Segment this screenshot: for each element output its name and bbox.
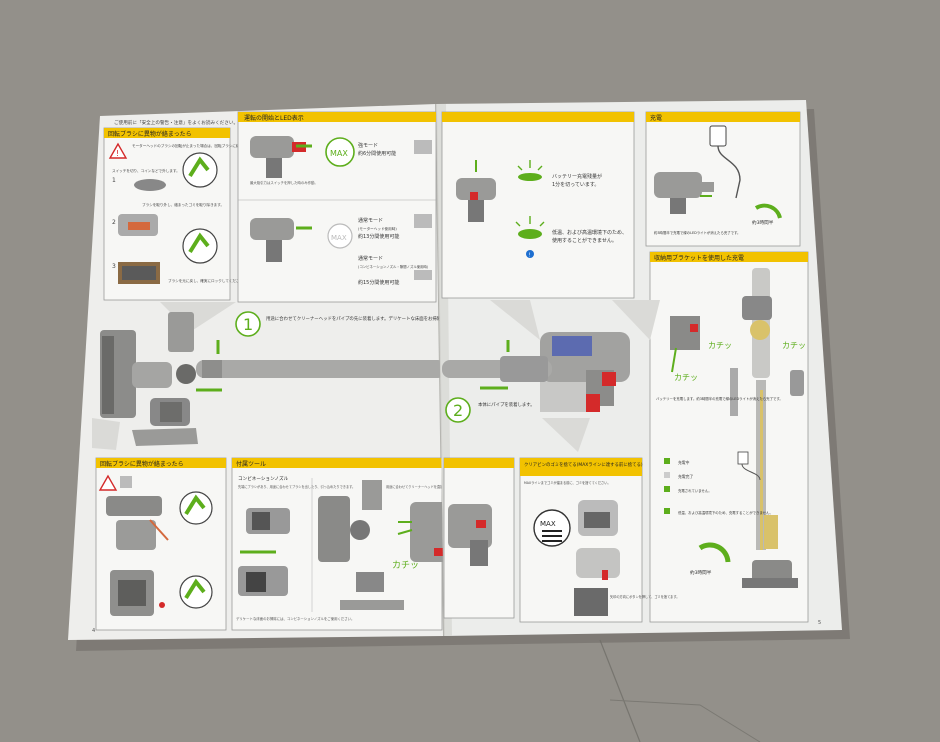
- page-number-left: 4: [92, 628, 95, 634]
- brush-note-4: ブラシを元に戻し、確実にロックしてください。: [168, 278, 247, 283]
- panel-operation: 運転の開始とLED表示 MAX 強モード 約6分間使用可能 最大吸引力はスイッチ…: [237, 111, 437, 303]
- strong-note: 最大吸引力はスイッチを押した時のみ作動。: [250, 180, 318, 185]
- panel-bracket: 収納用ブラケットを使用した充電 カチッ カチッ カチッ バッテリーを充電します。…: [649, 251, 809, 623]
- step-1-text: 用途に合わせてクリーナーヘッドをパイプの先に装着します。デリケートな床面をお掃除…: [266, 315, 542, 322]
- panel-title-charging: 充電: [650, 114, 662, 122]
- unlock-dial-icon: [182, 228, 218, 264]
- dust-bin-debris: [574, 588, 608, 616]
- panel-brush-clog-top: 回転ブラシに異物が絡まったら ! モーターヘッドのブラシの回転が止まった場合は、…: [103, 127, 304, 301]
- handheld-unit-2: [250, 218, 312, 262]
- panel-tools: 付属ツール コンビネーションノズル 先端にブラシがあり、用途に合わせてブラシを出…: [231, 457, 472, 631]
- brush-note-3: ブラシを取り外し、絡まったゴミを取り除きます。: [142, 202, 224, 207]
- right-page-content: バッテリー充電残量が 1分を切っています。 ! 低温、および高温環境下のため、 …: [441, 111, 821, 626]
- charging-note: 約3時間半で充電で緑のLEDライトが消えたら完了です。: [654, 230, 740, 235]
- tools-bottom-note: デリケートな床面のお掃除には、コンビネーションノズルをご使用ください。: [236, 616, 354, 621]
- svg-text:MAX: MAX: [331, 234, 347, 242]
- normal-badge-icon: [327, 223, 353, 249]
- assembly-step-2: 2 本体にパイプを装着します。: [442, 300, 660, 452]
- max-badge: MAX: [330, 149, 348, 158]
- bin-max-label: MAX: [540, 520, 556, 528]
- timer-arc-icon: [754, 203, 782, 219]
- led-charging: 充電中: [678, 460, 690, 465]
- step-2-text: 本体にパイプを装着します。: [478, 401, 535, 408]
- extension-pipe: [196, 360, 444, 378]
- normal-time-2: 約15分間使用可能: [358, 279, 399, 286]
- normal-sub-2: (コンビネーションノズル・隙間ノズル使用時): [358, 264, 429, 269]
- led-steady-icon: [518, 229, 542, 239]
- led-not-charging: 充電されていません。: [678, 488, 712, 493]
- step-1-number: 1: [243, 315, 253, 334]
- bin-note-1: MAXラインまでゴミが溜まる前に、ゴミを捨ててください。: [524, 480, 611, 485]
- left-page-content: ご使用前に「安全上の警告・注意」をよくお読みください。使用方法詳細は、8ページか…: [92, 111, 542, 634]
- panel-battery: バッテリー充電残量が 1分を切っています。 ! 低温、および高温環境下のため、 …: [441, 111, 635, 299]
- panel-title-bracket: 収納用ブラケットを使用した充電: [654, 254, 744, 262]
- warning-icon: [108, 142, 128, 159]
- click-b: カチッ: [782, 341, 806, 350]
- max-badge-icon: [325, 137, 355, 167]
- timer-arc-icon-2: [698, 542, 731, 563]
- battery-low-1: バッテリー充電残量が: [552, 173, 602, 180]
- brush-note-1: モーターヘッドのブラシの回転が止まった場合は、回転ブラシに絡まっているゴミを取り…: [132, 143, 304, 148]
- panel-title-tools: 付属ツール: [236, 460, 266, 468]
- warning-icon-2: [98, 474, 118, 491]
- panel-title-bin: クリアビンのゴミを捨てる(MAXラインに達する前に捨てる): [524, 461, 643, 468]
- attach-note: 用途に合わせてクリーナーヘッドを直接取り付けられます。: [386, 484, 472, 489]
- normal-mode: 通常モード: [358, 217, 383, 224]
- battery-low-2: 1分を切っています。: [552, 181, 599, 188]
- lock-dial-icon-2: [179, 491, 213, 525]
- svg-text:!: !: [529, 253, 531, 259]
- battery-heat-1: 低温、および高温環境下のため、: [552, 229, 627, 236]
- charging-time: 約3時間半: [752, 219, 774, 226]
- svg-text:3: 3: [112, 263, 116, 270]
- click-a: カチッ: [708, 341, 732, 350]
- led-temperature: 低温、および高温環境下のため、充電することができません。: [678, 510, 773, 515]
- svg-text:2: 2: [112, 219, 116, 226]
- tools-click: カチッ: [392, 560, 419, 571]
- panel-bin: クリアビンのゴミを捨てる(MAXラインに達する前に捨てる) MAXラインまでゴミ…: [519, 457, 679, 623]
- unlock-dial-icon-2: [179, 575, 213, 609]
- led-complete: 充電完了: [678, 474, 693, 479]
- led-blink-icon: [518, 173, 542, 181]
- bracket-time: 約3時間半: [690, 569, 712, 576]
- page-number-right: 5: [818, 620, 821, 626]
- step-2-badge: [445, 397, 471, 423]
- click-c: カチッ: [674, 373, 698, 382]
- battery-heat-2: 使用することができません。: [552, 237, 617, 244]
- assembly-step-1: 1 用途に合わせてクリーナーヘッドをパイプの先に装着します。デリケートな床面をお…: [92, 302, 542, 450]
- info-icon: [526, 250, 534, 258]
- step-2-number: 2: [453, 401, 463, 420]
- combi-title: コンビネーションノズル: [238, 475, 289, 482]
- lock-dial-icon: [182, 152, 218, 188]
- svg-text:1: 1: [112, 177, 116, 184]
- panel-title-brush-top: 回転ブラシに異物が絡まったら: [108, 130, 192, 138]
- svg-text:!: !: [116, 149, 119, 158]
- strong-time: 約6分間使用可能: [358, 150, 396, 157]
- tools-continued: [443, 457, 515, 619]
- combi-note: 先端にブラシがあり、用途に合わせてブラシを出したり、引っ込めたりできます。: [238, 484, 355, 489]
- handheld-unit-1: [250, 136, 312, 178]
- normal-mode-2: 通常モード: [358, 255, 383, 262]
- bin-note-2: 矢印の方向にボタンを押して、ゴミを捨てます。: [610, 594, 679, 599]
- strong-mode: 強モード: [358, 142, 378, 149]
- panel-charging: 充電 約3時間半 約3時間半で充電で緑のLEDライトが消えたら完了です。: [645, 111, 801, 247]
- panel-brush-clog-bottom: 回転ブラシに異物が絡まったら: [95, 457, 227, 631]
- step-1-badge: [235, 311, 261, 337]
- brush-note-2: スイッチを切り、コインなどで外します。: [112, 168, 180, 173]
- normal-sub-1: (モーターヘッド使用時): [358, 226, 397, 231]
- panel-title-operation: 運転の開始とLED表示: [244, 114, 304, 122]
- normal-time-1: 約13分間使用可能: [358, 233, 399, 240]
- panel-title-brush-bottom: 回転ブラシに異物が絡まったら: [100, 460, 184, 468]
- bracket-note: バッテリーを充電します。約3時間半の充電で緑のLEDライトが消えたら完了です。: [656, 396, 783, 401]
